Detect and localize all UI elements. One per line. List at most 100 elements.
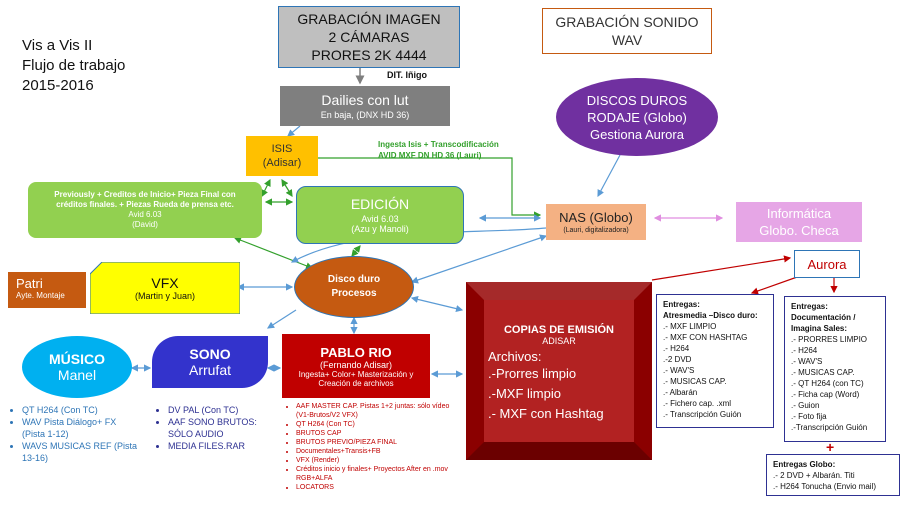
arrow-edicion-disco <box>351 245 361 257</box>
edicion-line-2: Avid 6.03 <box>361 214 399 224</box>
pablo-rio-box: PABLO RIO (Fernando Adisar) Ingesta+ Col… <box>282 334 430 398</box>
pablo-item-2: QT H264 (Con TC) <box>296 420 454 429</box>
entregas-imagina-item-3: .- WAV'S <box>791 357 823 366</box>
entregas-atres-item-2: .- MXF CON HASHTAG <box>663 333 748 342</box>
musico-line-1: MÚSICO <box>49 351 105 367</box>
sono-item-1: DV PAL (Con TC) <box>168 404 284 416</box>
disco-duro-line-2: Procesos <box>331 288 377 299</box>
ingesta-line-2: AVID MXF DN HD 36 (Lauri) <box>378 151 482 160</box>
previously-line-3: Avid 6.03 <box>128 210 162 219</box>
copias-item-2: .-MXF limpio <box>488 386 561 401</box>
nas-title: NAS (Globo) <box>559 210 633 225</box>
musico-list: QT H264 (Con TC) WAV Pista Diálogo+ FX (… <box>8 404 138 464</box>
arrow-isis-edicion <box>281 178 293 198</box>
entregas-atres-item-9: .- Transcripción Guión <box>663 410 742 419</box>
pablo-item-6: VFX (Render) <box>296 456 454 465</box>
ingesta-line-1: Ingesta Isis + Transcodificación <box>378 140 499 149</box>
entregas-imagina-head-2: Documentación / <box>791 313 856 322</box>
dailies-box: Dailies con lut En baja, (DNX HD 36) <box>280 86 450 126</box>
arrow-disco-sono <box>266 309 297 329</box>
entregas-globo-head: Entregas Globo: <box>773 460 836 469</box>
entregas-atres-item-6: .- MUSICAS CAP. <box>663 377 727 386</box>
ingesta-label: Ingesta Isis + Transcodificación AVID MX… <box>378 139 499 161</box>
copias-emision-box: COPIAS DE EMISIÓN ADISAR Archivos: .-Pro… <box>466 282 652 460</box>
arrow-aurora-atres <box>750 275 801 295</box>
previously-box: Previously + Creditos de Inicio+ Pieza F… <box>28 182 262 238</box>
grabacion-imagen-line-3: PRORES 2K 4444 <box>311 47 427 63</box>
edicion-box: EDICIÓN Avid 6.03 (Azu y Manoli) <box>296 186 464 244</box>
nas-box: NAS (Globo) (Lauri, digitalizadora) <box>546 204 646 240</box>
pablo-title: PABLO RIO <box>320 344 392 360</box>
entregas-atres-item-4: .-2 DVD <box>663 355 692 364</box>
grabacion-imagen-line-2: 2 CÁMARAS <box>328 29 410 45</box>
entregas-imagina-item-1: .- PRORRES LIMPIO <box>791 335 868 344</box>
entregas-globo-item-1: .- 2 DVD + Albarán. Titi <box>773 471 855 480</box>
musico-item-3: WAVS MUSICAS REF (Pista 13-16) <box>22 440 138 464</box>
entregas-atres-head-2: Atresmedia –Disco duro: <box>663 311 758 320</box>
dailies-title: Dailies con lut <box>321 92 409 108</box>
grabacion-sonido-line-2: WAV <box>611 32 643 48</box>
sono-shape <box>152 336 268 388</box>
informatica-line-1: Informática <box>766 206 832 221</box>
pablo-line-3: Ingesta+ Color+ Masterización y <box>298 369 414 379</box>
discos-duros-line-1: DISCOS DUROS <box>586 92 688 108</box>
entregas-atres-item-8: .- Fichero cap. .xml <box>663 399 732 408</box>
entregas-imagina-item-5: .- QT H264 (con TC) <box>791 379 864 388</box>
previously-line-4: (David) <box>132 220 158 229</box>
entregas-imagina-head-1: Entregas: <box>791 302 828 311</box>
entregas-imagina-box: Entregas: Documentación / Imagina Sales:… <box>784 296 886 442</box>
sono-item-3: MEDIA FILES.RAR <box>168 440 284 452</box>
diagram-title: Vis a Vis II Flujo de trabajo 2015-2016 <box>22 36 125 96</box>
edicion-line-3: (Azu y Manoli) <box>351 224 409 234</box>
aurora-label: Aurora <box>807 256 847 272</box>
sono-box: SONO Arrufat <box>152 336 268 388</box>
discos-duros-line-2: RODAJE (Globo) <box>587 109 687 125</box>
entregas-imagina-item-9: .-Transcripción Guión <box>791 423 868 432</box>
musico-item-1: QT H264 (Con TC) <box>22 404 138 416</box>
sono-line-1: SONO <box>189 346 231 362</box>
copias-title: COPIAS DE EMISIÓN <box>503 324 615 336</box>
arrow-copias-aurora <box>651 255 792 281</box>
previously-line-1: Previously + Creditos de Inicio+ Pieza F… <box>54 190 236 199</box>
pablo-item-4: BRUTOS PREVIO/PIEZA FINAL <box>296 438 454 447</box>
sono-line-2: Arrufat <box>188 362 231 378</box>
entregas-imagina-head-3: Imagina Sales: <box>791 324 848 333</box>
copias-item-3: .- MXF con Hashtag <box>488 406 604 421</box>
entregas-globo-box: Entregas Globo: .- 2 DVD + Albarán. Titi… <box>766 454 900 496</box>
isis-box: ISIS (Adisar) <box>246 136 318 176</box>
entregas-imagina-item-6: .- Ficha cap (Word) <box>791 390 860 399</box>
informatica-box: Informática Globo. Checa <box>736 202 862 242</box>
dailies-sub: En baja, (DNX HD 36) <box>320 110 410 120</box>
previously-line-2: créditos finales. + Piezas Rueda de pren… <box>56 200 234 209</box>
grabacion-imagen-line-1: GRABACIÓN IMAGEN <box>297 11 441 27</box>
copias-archivos: Archivos: <box>488 349 542 364</box>
vfx-shape <box>90 262 240 314</box>
pablo-list: AAF MASTER CAP. Pistas 1+2 juntas: sólo … <box>284 402 454 492</box>
edicion-title: EDICIÓN <box>350 196 410 212</box>
discos-duros-line-3: Gestiona Aurora <box>590 126 684 142</box>
arrow-disco-copias <box>410 295 464 313</box>
entregas-atresmedia-box: Entregas: Atresmedia –Disco duro: .- MXF… <box>656 294 774 428</box>
informatica-line-2: Globo. Checa <box>759 223 839 238</box>
entregas-imagina-item-4: .- MUSICAS CAP. <box>791 368 855 377</box>
pablo-line-4: Creación de archivos <box>318 378 394 388</box>
arrow-isis-previously <box>261 178 271 198</box>
pablo-item-8: LOCATORS <box>296 483 454 492</box>
entregas-atres-item-1: .- MXF LIMPIO <box>663 322 717 331</box>
entregas-atres-item-5: .- WAV'S <box>663 366 695 375</box>
sono-list: DV PAL (Con TC) AAF SONO BRUTOS: SÓLO AU… <box>154 404 284 452</box>
arrow-dailies-isis <box>287 125 301 137</box>
plus-icon: + <box>826 439 835 455</box>
entregas-imagina-item-8: .- Foto fija <box>791 412 827 421</box>
patri-sub: Ayte. Montaje <box>16 291 65 300</box>
title-line-1: Vis a Vis II <box>22 37 93 54</box>
nas-sub: (Lauri, digitalizadora) <box>563 227 629 234</box>
copias-sub: ADISAR <box>542 336 576 346</box>
entregas-imagina-item-7: .- Guion <box>791 401 820 410</box>
copias-bevel-shape <box>466 282 652 460</box>
vfx-box: VFX (Martin y Juan) <box>90 262 240 314</box>
musico-line-2: Manel <box>57 367 97 383</box>
vfx-sub: (Martin y Juan) <box>134 291 196 301</box>
pablo-item-7: Créditos inicio y finales+ Proyectos Aft… <box>296 465 454 483</box>
entregas-atres-item-7: .- Albarán <box>663 388 698 397</box>
